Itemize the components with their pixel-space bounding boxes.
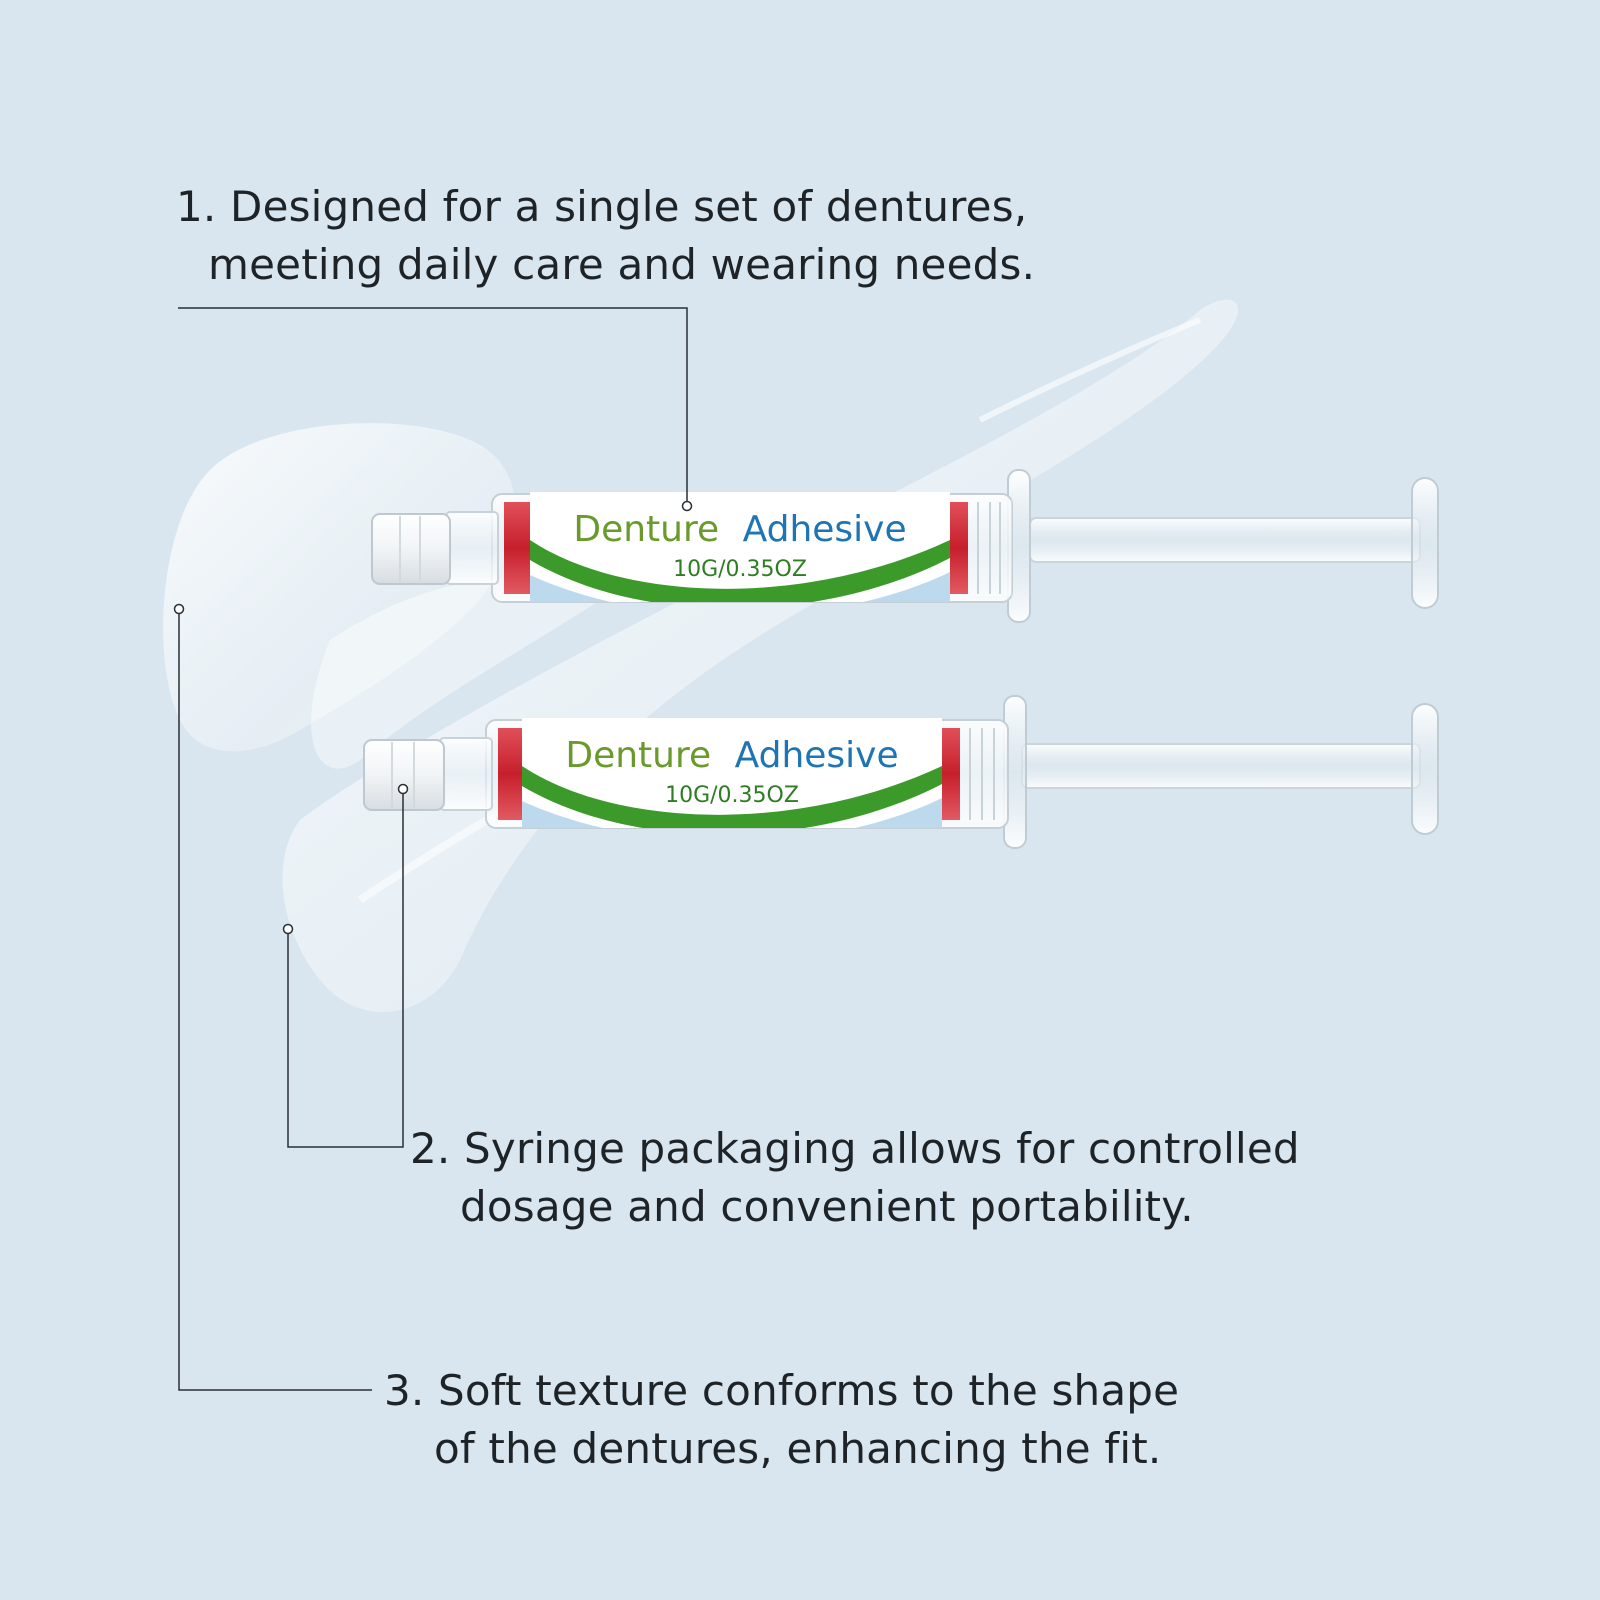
- leader-line-1: [178, 307, 688, 505]
- syringe-cap: [363, 739, 445, 811]
- callout-single-set: 1. Designed for a single set of dentures…: [176, 178, 1035, 294]
- callout-soft-texture: 3. Soft texture conforms to the shape of…: [384, 1362, 1179, 1478]
- syringe-plunger-rod: [1021, 743, 1421, 789]
- leader-line-3: [178, 610, 372, 1391]
- callout-1-line-1: 1. Designed for a single set of dentures…: [176, 182, 1028, 231]
- syringe-top: Denture Adhesive 10G/0.35OZ: [371, 469, 1439, 623]
- syringe-nozzle: [445, 511, 499, 585]
- label-brand-word-2: Adhesive: [735, 735, 899, 776]
- syringe-plunger-rod: [1029, 517, 1421, 563]
- leader-lines: [173, 307, 693, 1391]
- leader-dot-3: [173, 603, 185, 615]
- svg-text:Denture Adhesive: Denture Adhesive: [573, 509, 906, 550]
- label-brand-word-2: Adhesive: [743, 509, 907, 550]
- label-weight: 10G/0.35OZ: [673, 557, 807, 582]
- leader-dot-2b: [282, 923, 294, 935]
- callout-1-line-2: meeting daily care and wearing needs.: [208, 240, 1036, 289]
- callout-2-line-2: dosage and convenient portability.: [460, 1182, 1194, 1231]
- callout-syringe-packaging: 2. Syringe packaging allows for controll…: [410, 1120, 1300, 1236]
- syringe-plunger-disc: [1411, 477, 1439, 609]
- label-brand-word-1: Denture: [565, 735, 711, 776]
- adhesive-gel-red: [498, 728, 526, 820]
- product-label: Denture Adhesive 10G/0.35OZ: [530, 492, 950, 602]
- syringe-nozzle: [439, 737, 493, 811]
- label-brand-word-1: Denture: [573, 509, 719, 550]
- callout-3-line-1: 3. Soft texture conforms to the shape: [384, 1366, 1180, 1415]
- syringe-cap: [371, 513, 451, 585]
- syringe-bottom: Denture Adhesive 10G/0.35OZ: [363, 695, 1439, 849]
- callout-2-line-1: 2. Syringe packaging allows for controll…: [410, 1124, 1300, 1173]
- adhesive-gel-red: [940, 728, 960, 820]
- leader-line-2: [287, 789, 404, 1148]
- adhesive-gel-red: [504, 502, 534, 594]
- svg-text:Denture Adhesive: Denture Adhesive: [565, 735, 898, 776]
- label-weight: 10G/0.35OZ: [665, 783, 799, 808]
- product-label: Denture Adhesive 10G/0.35OZ: [522, 718, 942, 828]
- gel-smear: [163, 299, 1239, 1013]
- adhesive-gel-red: [948, 502, 968, 594]
- syringe-plunger-disc: [1411, 703, 1439, 835]
- leader-dot-2a: [397, 783, 409, 795]
- callout-3-line-2: of the dentures, enhancing the fit.: [434, 1424, 1162, 1473]
- leader-dot-1: [681, 500, 693, 512]
